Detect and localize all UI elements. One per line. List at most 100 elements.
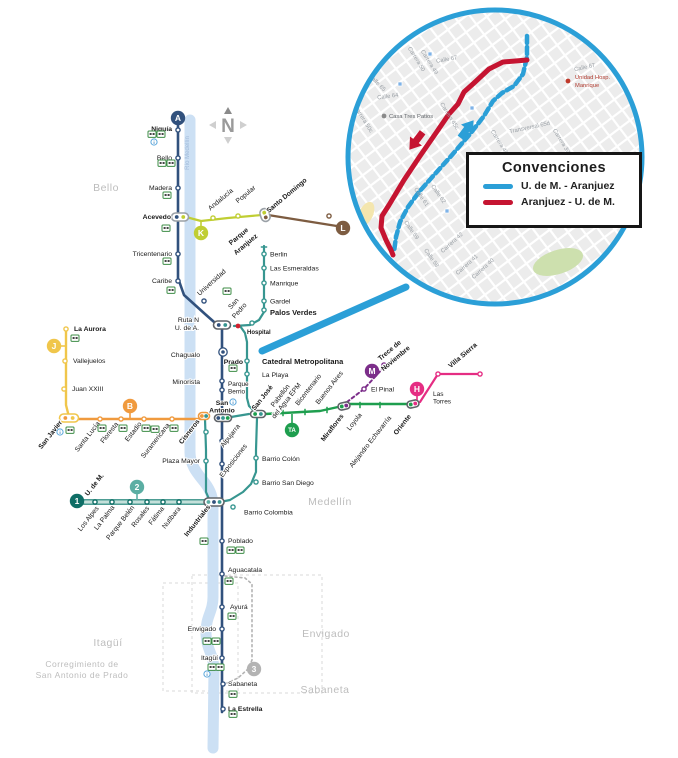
amenity-icon — [70, 334, 80, 342]
map-area — [532, 248, 584, 276]
station-label-la-playa: La Playa — [262, 372, 289, 379]
station-tick — [118, 416, 124, 422]
station-label-vallejuelos: Vallejuelos — [73, 358, 106, 365]
map-element — [166, 286, 176, 294]
map-element — [259, 207, 271, 223]
route-aranjuez-u-de-m — [378, 57, 530, 258]
legend-entry-label: U. de M. - Aranjuez — [521, 180, 615, 192]
map-element: J — [52, 341, 57, 351]
region-label-envigado: Envigado — [302, 628, 350, 640]
map-element — [193, 225, 209, 241]
map-element — [232, 615, 235, 617]
map-element — [129, 479, 145, 495]
station-label-envigado: Envigado — [188, 626, 217, 633]
station-tick — [435, 371, 441, 377]
map-element: 1 — [75, 496, 80, 506]
station-tick — [127, 499, 133, 505]
amenity-icon — [227, 612, 237, 620]
amenity-icon — [97, 424, 107, 432]
map-element — [147, 130, 157, 138]
map-element — [207, 663, 217, 671]
inset-leader-line — [258, 283, 410, 355]
station-label-juan-xxiii: Juan XXIII — [72, 386, 103, 393]
map-element — [174, 427, 177, 429]
street-label-calle-67: Calle 67 — [574, 63, 596, 73]
map-element — [240, 549, 243, 551]
amenity-icon — [166, 286, 176, 294]
amenity-icon — [157, 159, 167, 167]
river-label: Río Medellín — [185, 136, 191, 170]
station-tick — [230, 504, 236, 510]
map-element — [161, 133, 164, 135]
info-icon: i — [150, 138, 158, 146]
transit-stop-marker — [444, 208, 450, 214]
map-element — [69, 493, 85, 509]
station-label-andaluc-a: Andalucía — [207, 187, 235, 212]
station-tick — [261, 251, 267, 257]
map-element — [203, 670, 211, 678]
map-element — [228, 710, 238, 718]
station-tick — [261, 307, 267, 313]
amenity-icon — [166, 159, 176, 167]
map-element — [409, 381, 425, 397]
station-tick — [261, 298, 267, 304]
map-element — [162, 191, 172, 199]
map-element — [223, 323, 228, 327]
station-tick — [326, 213, 332, 219]
map-element — [164, 194, 167, 196]
map-element: i — [59, 430, 60, 436]
station-tick — [220, 706, 226, 712]
region-label-itag: Itagüí — [93, 637, 122, 649]
station-label-villa-sierra: Villa Sierra — [447, 342, 478, 370]
line-badge-m: M — [364, 363, 380, 379]
station-tick — [244, 371, 250, 377]
line-badge-h: H — [409, 381, 425, 400]
interchange-miraflores — [337, 401, 351, 411]
station-tick — [175, 185, 181, 191]
legend-entry-1: Aranjuez - U. de M. — [483, 196, 631, 208]
station-label-santo-domingo: Santo Domingo — [266, 177, 309, 215]
line-badge-l: L — [335, 220, 351, 236]
station-tick — [261, 265, 267, 271]
map-element — [201, 540, 204, 542]
map-element — [211, 637, 221, 645]
legend-swatch — [483, 199, 513, 205]
map-element — [170, 212, 190, 222]
interchange-san-antonio-b — [197, 411, 211, 421]
map-element — [231, 549, 234, 551]
map-element — [65, 426, 75, 434]
map-element — [235, 546, 245, 554]
station-tick — [219, 378, 225, 384]
map-element — [166, 227, 169, 229]
station-label-u-de-a: U. de A. — [175, 325, 199, 332]
station-label-sabaneta: Sabaneta — [228, 681, 257, 688]
region-label-san-antonio-de-prado: San Antonio de Prado — [36, 670, 129, 680]
map-element — [146, 427, 149, 429]
station-label-minorista: Minorista — [172, 379, 200, 386]
amenity-icon — [162, 191, 172, 199]
interchange-industriales — [203, 497, 225, 507]
map-element — [204, 540, 207, 542]
map-element — [216, 416, 221, 420]
map-element — [350, 40, 628, 253]
station-tick — [219, 626, 225, 632]
station-label-loyola: Loyola — [346, 412, 364, 432]
line-badge-a: A — [170, 110, 186, 126]
map-element — [169, 424, 179, 432]
map-element — [224, 290, 227, 292]
line-mp-east — [218, 416, 259, 504]
station-tick — [175, 155, 181, 161]
map-element — [339, 404, 344, 409]
map-element — [199, 537, 209, 545]
inset-circle-border — [345, 7, 645, 307]
map-element — [75, 337, 78, 339]
map-element — [224, 137, 232, 144]
station-label-miraflores: Miraflores — [320, 413, 346, 443]
map-element — [171, 289, 174, 291]
info-icon: i — [229, 398, 237, 406]
map-element — [212, 666, 215, 668]
line-badge-b: B — [122, 398, 138, 418]
station-tick — [219, 655, 225, 661]
info-icon: i — [56, 428, 64, 436]
